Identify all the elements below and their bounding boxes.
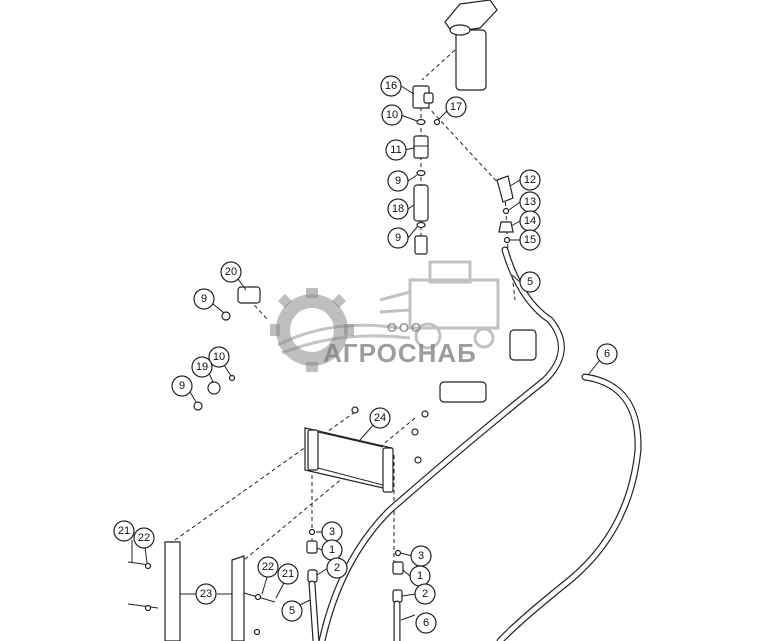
svg-text:6: 6 [423, 617, 429, 629]
callout-2-right: 2 [414, 583, 436, 605]
svg-text:2: 2 [334, 562, 340, 574]
leader-lines [167, 49, 516, 566]
callout-6-lower: 6 [415, 612, 437, 634]
right-fittings [496, 175, 514, 244]
svg-text:10: 10 [386, 109, 398, 121]
callout-21-right: 21 [277, 563, 299, 585]
ring-9d [193, 401, 203, 411]
callouts: 16 10 17 11 9 18 9 12 13 14 15 5 20 9 10… [113, 75, 618, 634]
svg-text:16: 16 [385, 80, 397, 92]
tube-18 [413, 184, 429, 222]
left-fittings [193, 286, 261, 411]
callout-9: 9 [387, 170, 409, 192]
svg-text:24: 24 [374, 412, 386, 424]
callout-14: 14 [519, 210, 541, 232]
ring-10b [228, 374, 236, 382]
nut-14 [498, 221, 514, 233]
svg-text:12: 12 [524, 174, 536, 186]
callout-10-left: 10 [208, 346, 230, 368]
svg-text:2: 2 [422, 588, 428, 600]
callout-24: 24 [369, 407, 391, 429]
callout-2-left: 2 [326, 557, 348, 579]
svg-text:9: 9 [201, 293, 207, 305]
svg-text:5: 5 [289, 605, 295, 617]
o-ring-9a [416, 169, 426, 177]
svg-text:1: 1 [329, 544, 335, 556]
gear-logo-icon [270, 288, 411, 372]
callout-3-right: 3 [410, 545, 432, 567]
svg-text:3: 3 [329, 526, 335, 538]
callout-1-left: 1 [321, 539, 343, 561]
callout-21-left: 21 [113, 520, 135, 542]
callout-20: 20 [220, 261, 242, 283]
callout-11: 11 [385, 139, 407, 161]
callout-9-left: 9 [193, 288, 215, 310]
callout-22-left: 22 [133, 527, 155, 549]
callout-5-upper: 5 [519, 271, 541, 293]
ring-9c [221, 311, 231, 321]
callout-1-right: 1 [409, 565, 431, 587]
bracket-23 [164, 541, 245, 641]
watermark-sub: ООО [387, 320, 423, 335]
washer-15 [503, 236, 511, 244]
callout-9-lower: 9 [387, 227, 409, 249]
callout-5-lower: 5 [281, 600, 303, 622]
callout-13: 13 [519, 191, 541, 213]
callout-22-right: 22 [257, 556, 279, 578]
callout-3-left: 3 [321, 521, 343, 543]
svg-text:23: 23 [200, 588, 212, 600]
callout-6-upper: 6 [596, 343, 618, 365]
svg-text:3: 3 [418, 550, 424, 562]
bracket-bolts [127, 561, 276, 636]
o-ring-9b [416, 221, 426, 229]
washer-13 [502, 207, 510, 215]
oil-cooler-24 [304, 427, 394, 493]
callout-19: 19 [191, 356, 213, 378]
svg-text:13: 13 [524, 196, 536, 208]
combine-harvester-icon [379, 260, 500, 350]
callout-18: 18 [387, 198, 409, 220]
fitting-19 [207, 381, 221, 395]
svg-text:22: 22 [262, 561, 274, 573]
svg-text:21: 21 [118, 525, 130, 537]
pump-block [439, 329, 537, 403]
svg-text:10: 10 [213, 351, 225, 363]
svg-text:5: 5 [527, 276, 533, 288]
svg-text:1: 1 [417, 570, 423, 582]
callout-15: 15 [519, 229, 541, 251]
o-ring-10 [416, 118, 426, 126]
svg-text:20: 20 [225, 266, 237, 278]
svg-text:21: 21 [282, 568, 294, 580]
svg-text:15: 15 [524, 234, 536, 246]
svg-text:9: 9 [395, 232, 401, 244]
callout-16: 16 [380, 75, 402, 97]
fitting-stack [412, 85, 441, 255]
callout-12: 12 [519, 169, 541, 191]
svg-text:9: 9 [395, 175, 401, 187]
elbow-12 [496, 175, 514, 203]
svg-text:14: 14 [524, 215, 536, 227]
plug-17 [433, 118, 441, 126]
svg-text:6: 6 [604, 348, 610, 360]
callout-23: 23 [195, 583, 217, 605]
callout-17: 17 [445, 96, 467, 118]
svg-text:18: 18 [392, 203, 404, 215]
hoses [308, 246, 642, 641]
callout-10: 10 [381, 104, 403, 126]
svg-text:17: 17 [450, 101, 462, 113]
cooler-bolts [351, 406, 429, 464]
hydraulic-filter [444, 0, 498, 91]
svg-text:22: 22 [138, 532, 150, 544]
svg-text:9: 9 [179, 380, 185, 392]
svg-text:11: 11 [390, 144, 401, 156]
watermark-title: АГРОСНАБ [323, 338, 477, 368]
watermark: ООО АГРОСНАБ [270, 260, 500, 372]
lower-fittings [306, 528, 404, 603]
callout-9-bottom-left: 9 [171, 375, 193, 397]
fitting-20 [237, 286, 261, 304]
adapter-11 [413, 135, 429, 159]
svg-text:19: 19 [196, 361, 208, 373]
